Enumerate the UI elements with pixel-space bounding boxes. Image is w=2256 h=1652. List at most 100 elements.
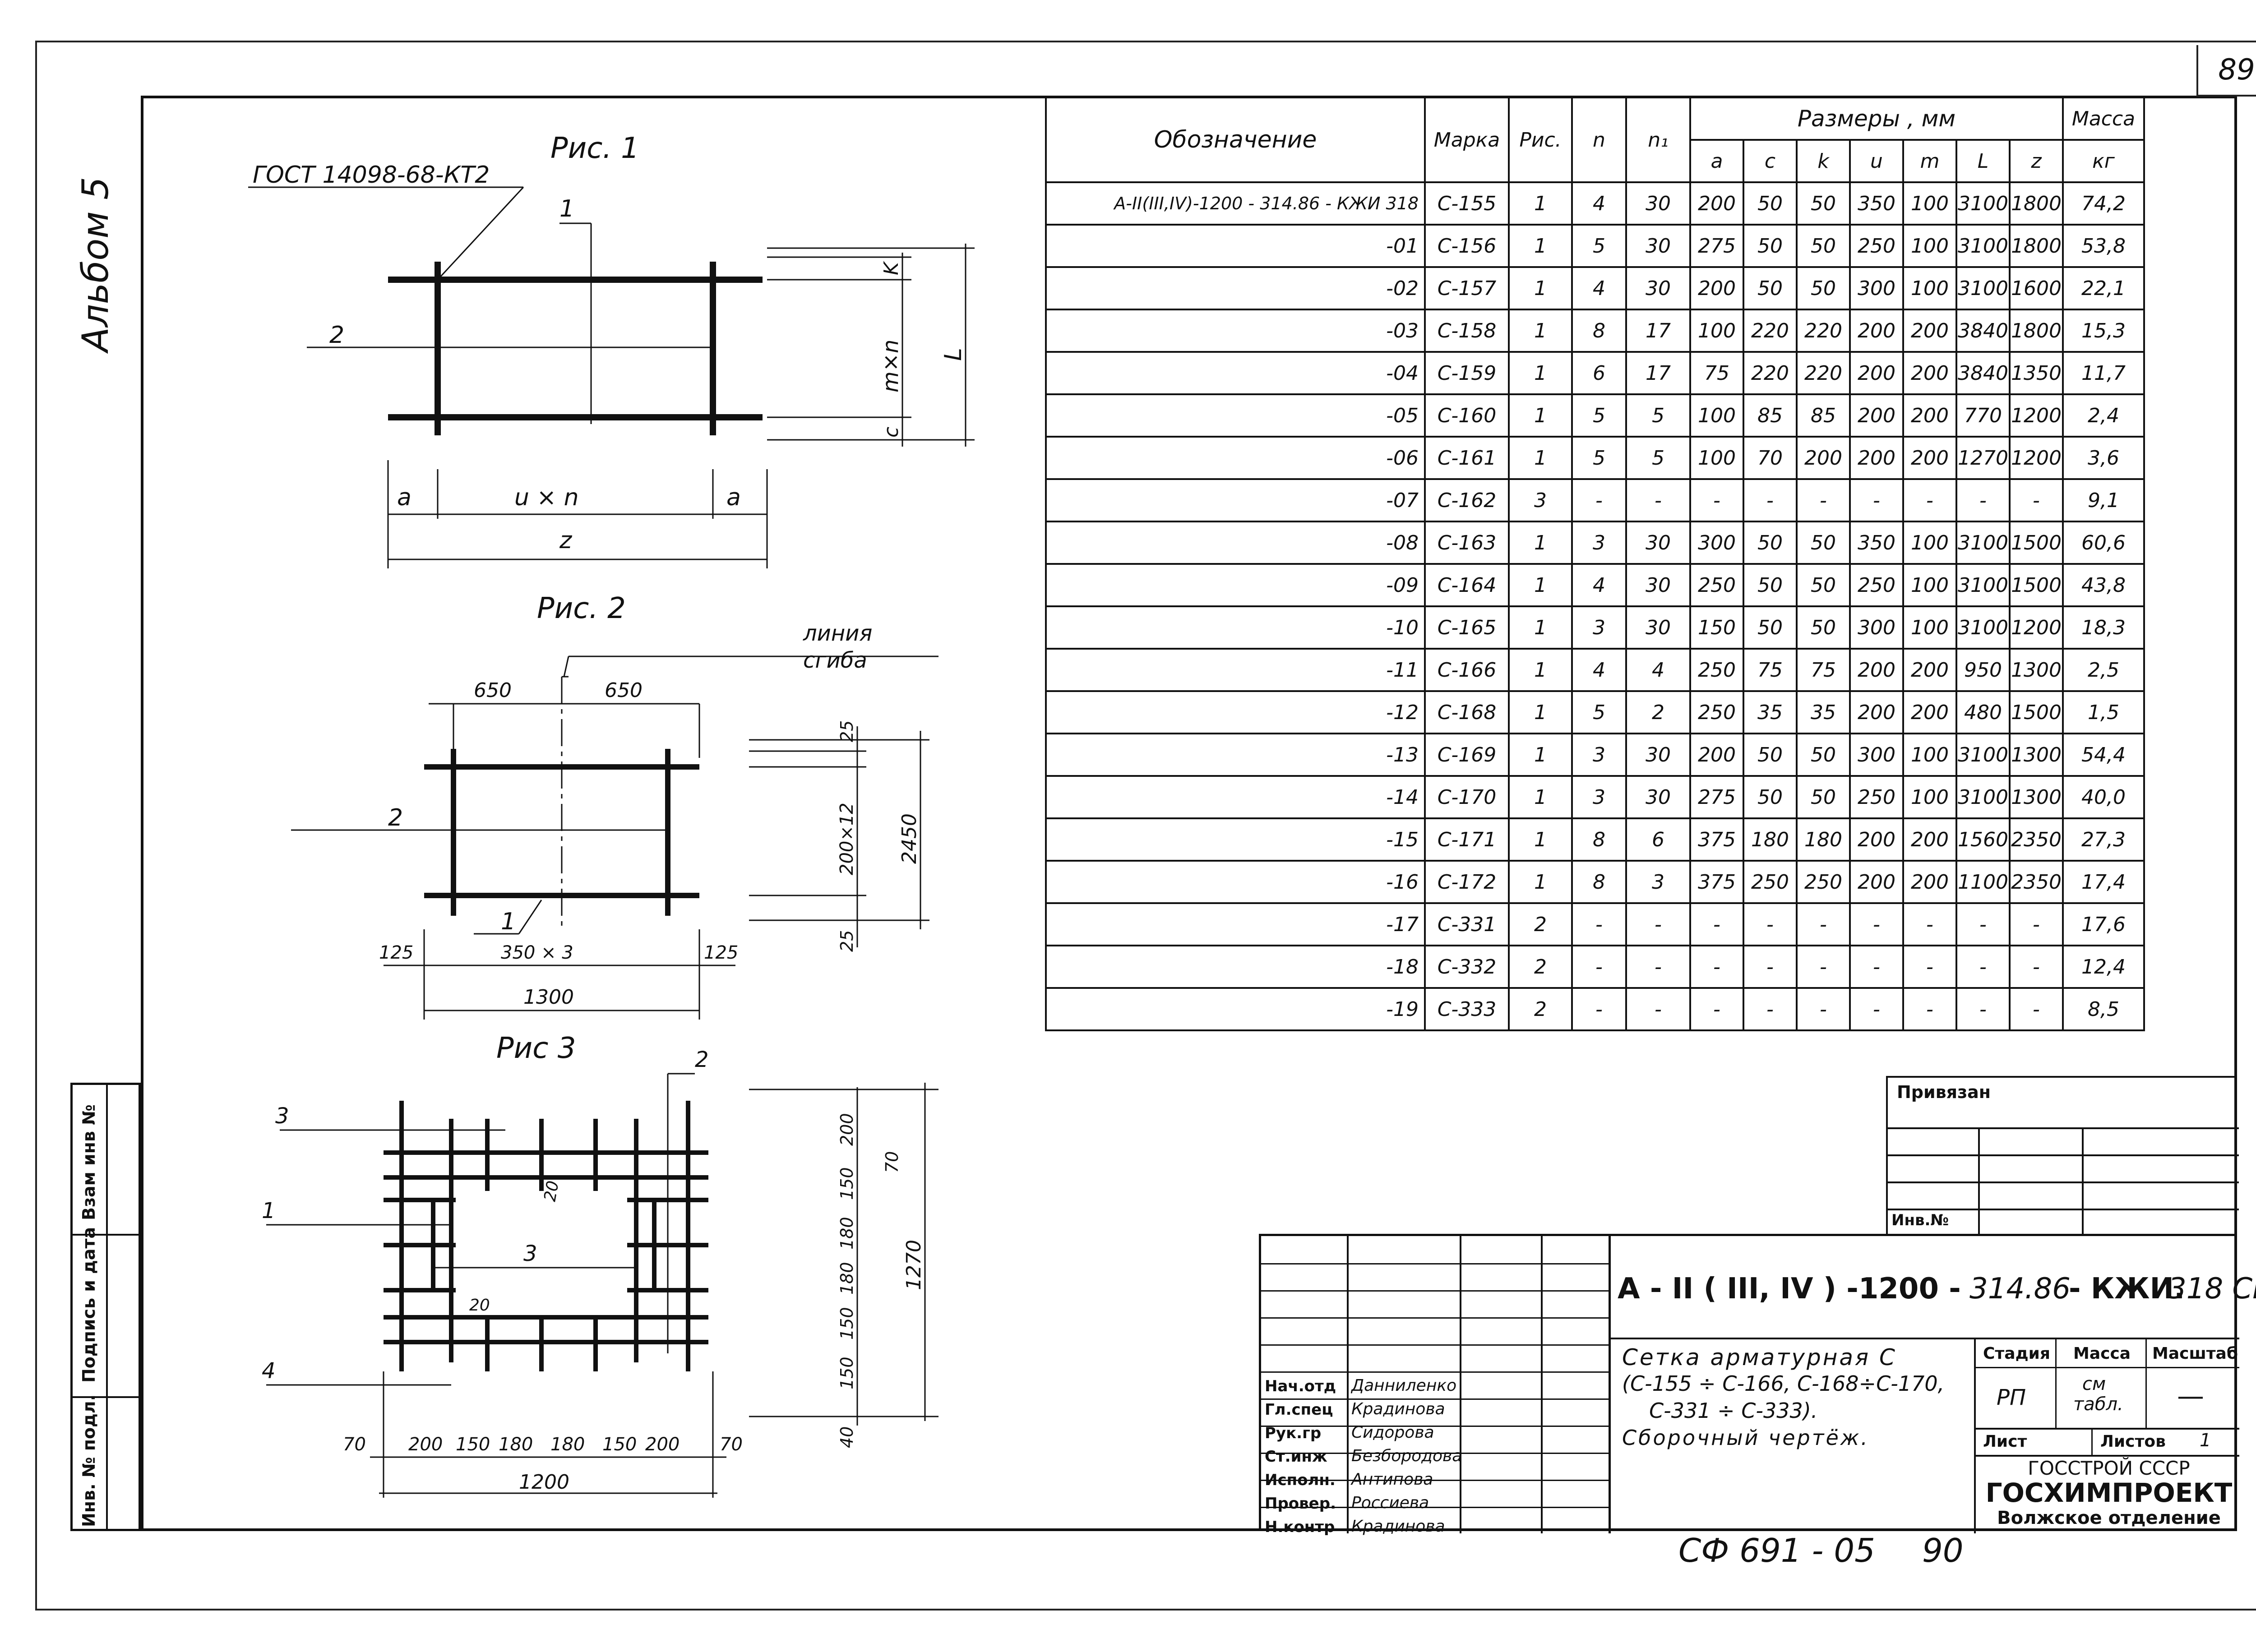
table-cell: 4 bbox=[1571, 266, 1627, 310]
cell-designation: -11 bbox=[1045, 648, 1426, 692]
table-header-row: Обозначение Марка Рис. n n₁ Размеры , мм… bbox=[1045, 97, 2145, 183]
table-cell: 1 bbox=[1508, 817, 1573, 862]
cell-mark: С-332 bbox=[1424, 945, 1510, 989]
table-cell: 100 bbox=[1902, 563, 1957, 607]
table-cell: 50 bbox=[1796, 181, 1851, 226]
header-n1: n₁ bbox=[1625, 97, 1691, 183]
table-cell: 5 bbox=[1571, 690, 1627, 734]
fig3-pos4: 4 bbox=[262, 1358, 276, 1384]
table-cell: 250 bbox=[1796, 860, 1851, 904]
table-cell: 50 bbox=[1743, 521, 1798, 565]
fig1-mn: m×n bbox=[878, 340, 903, 392]
cell-designation: -12 bbox=[1045, 690, 1426, 734]
table-cell: 250 bbox=[1849, 224, 1904, 268]
table-cell: - bbox=[1625, 945, 1691, 989]
table-cell: 100 bbox=[1902, 224, 1957, 268]
cell-designation: -03 bbox=[1045, 309, 1426, 353]
fig2-drawing bbox=[291, 655, 938, 1020]
table-cell: 350 bbox=[1849, 181, 1904, 226]
table-cell: 70 bbox=[1743, 436, 1798, 480]
table-cell: 250 bbox=[1849, 563, 1904, 607]
table-cell: 53,8 bbox=[2062, 224, 2145, 268]
table-cell: 3 bbox=[1625, 860, 1691, 904]
table-cell: 1 bbox=[1508, 393, 1573, 438]
table-cell: 6 bbox=[1571, 351, 1627, 395]
table-cell: 30 bbox=[1625, 521, 1691, 565]
fig3-pos1: 1 bbox=[262, 1198, 276, 1223]
table-cell: 1600 bbox=[2009, 266, 2064, 310]
cell-mark: С-163 bbox=[1424, 521, 1510, 565]
table-cell: 200 bbox=[1849, 860, 1904, 904]
table-cell: 8 bbox=[1571, 817, 1627, 862]
header-designation: Обозначение bbox=[1045, 97, 1426, 183]
fig1-k: K bbox=[880, 261, 903, 275]
table-cell: - bbox=[1571, 902, 1627, 946]
cell-mark: С-161 bbox=[1424, 436, 1510, 480]
fig1-c: c bbox=[880, 427, 903, 438]
table-cell: 1800 bbox=[2009, 224, 2064, 268]
table-cell: 5 bbox=[1571, 436, 1627, 480]
table-cell: 180 bbox=[1796, 817, 1851, 862]
scale-value: — bbox=[2177, 1380, 2204, 1412]
cell-mark: С-156 bbox=[1424, 224, 1510, 268]
table-cell: - bbox=[1956, 478, 2011, 522]
cell-mark: С-164 bbox=[1424, 563, 1510, 607]
table-cell: 770 bbox=[1956, 393, 2011, 438]
table-cell: 200 bbox=[1796, 436, 1851, 480]
cell-mark: С-159 bbox=[1424, 351, 1510, 395]
table-cell: 4 bbox=[1571, 563, 1627, 607]
table-cell: 11,7 bbox=[2062, 351, 2145, 395]
fig2-d350: 350 × 3 bbox=[501, 942, 573, 963]
table-cell: 275 bbox=[1689, 775, 1744, 819]
fig1-ul: u × n bbox=[514, 484, 579, 511]
table-cell: 50 bbox=[1743, 775, 1798, 819]
table-cell: 1 bbox=[1508, 733, 1573, 777]
fig2-d650a: 650 bbox=[474, 679, 512, 702]
table-cell: 2 bbox=[1508, 902, 1573, 946]
table-cell: 3100 bbox=[1956, 224, 2011, 268]
table-cell: 1500 bbox=[2009, 521, 2064, 565]
header-mark: Марка bbox=[1424, 97, 1510, 183]
role-label: Нач.отд bbox=[1265, 1377, 1336, 1395]
role-label: Н.контр bbox=[1265, 1518, 1335, 1536]
table-cell: 200 bbox=[1849, 436, 1904, 480]
table-cell: 17 bbox=[1625, 309, 1691, 353]
table-cell: - bbox=[1625, 478, 1691, 522]
table-cell: 3100 bbox=[1956, 605, 2011, 650]
header-mass: Масса bbox=[2062, 97, 2145, 141]
table-cell: 50 bbox=[1796, 266, 1851, 310]
table-cell: 100 bbox=[1902, 181, 1957, 226]
table-cell: 43,8 bbox=[2062, 563, 2145, 607]
table-cell: - bbox=[1849, 945, 1904, 989]
table-cell: 5 bbox=[1625, 393, 1691, 438]
table-cell: 1 bbox=[1508, 563, 1573, 607]
header-fig: Рис. bbox=[1508, 97, 1573, 183]
table-cell: 15,3 bbox=[2062, 309, 2145, 353]
table-cell: 200 bbox=[1902, 817, 1957, 862]
archive-number: СФ 691 - 05 bbox=[1678, 1532, 1875, 1569]
table-cell: 3100 bbox=[1956, 733, 2011, 777]
role-label: Ст.инж bbox=[1265, 1448, 1327, 1466]
fig1-z: z bbox=[559, 527, 573, 554]
table-cell: 3100 bbox=[1956, 775, 2011, 819]
table-cell: - bbox=[1743, 987, 1798, 1031]
table-cell: 2 bbox=[1508, 945, 1573, 989]
table-cell: 1 bbox=[1508, 690, 1573, 734]
fig2-d2450: 2450 bbox=[898, 813, 921, 864]
table-cell: 1270 bbox=[1956, 436, 2011, 480]
table-cell: 50 bbox=[1796, 733, 1851, 777]
table-cell: 50 bbox=[1796, 605, 1851, 650]
table-cell: 1,5 bbox=[2062, 690, 2145, 734]
table-cell: 1500 bbox=[2009, 690, 2064, 734]
fig3-bd-3: 180 bbox=[499, 1434, 533, 1455]
scale-label: Масштаб bbox=[2152, 1344, 2238, 1363]
fig3-rd-2: 180 bbox=[837, 1217, 857, 1250]
table-cell: 85 bbox=[1743, 393, 1798, 438]
